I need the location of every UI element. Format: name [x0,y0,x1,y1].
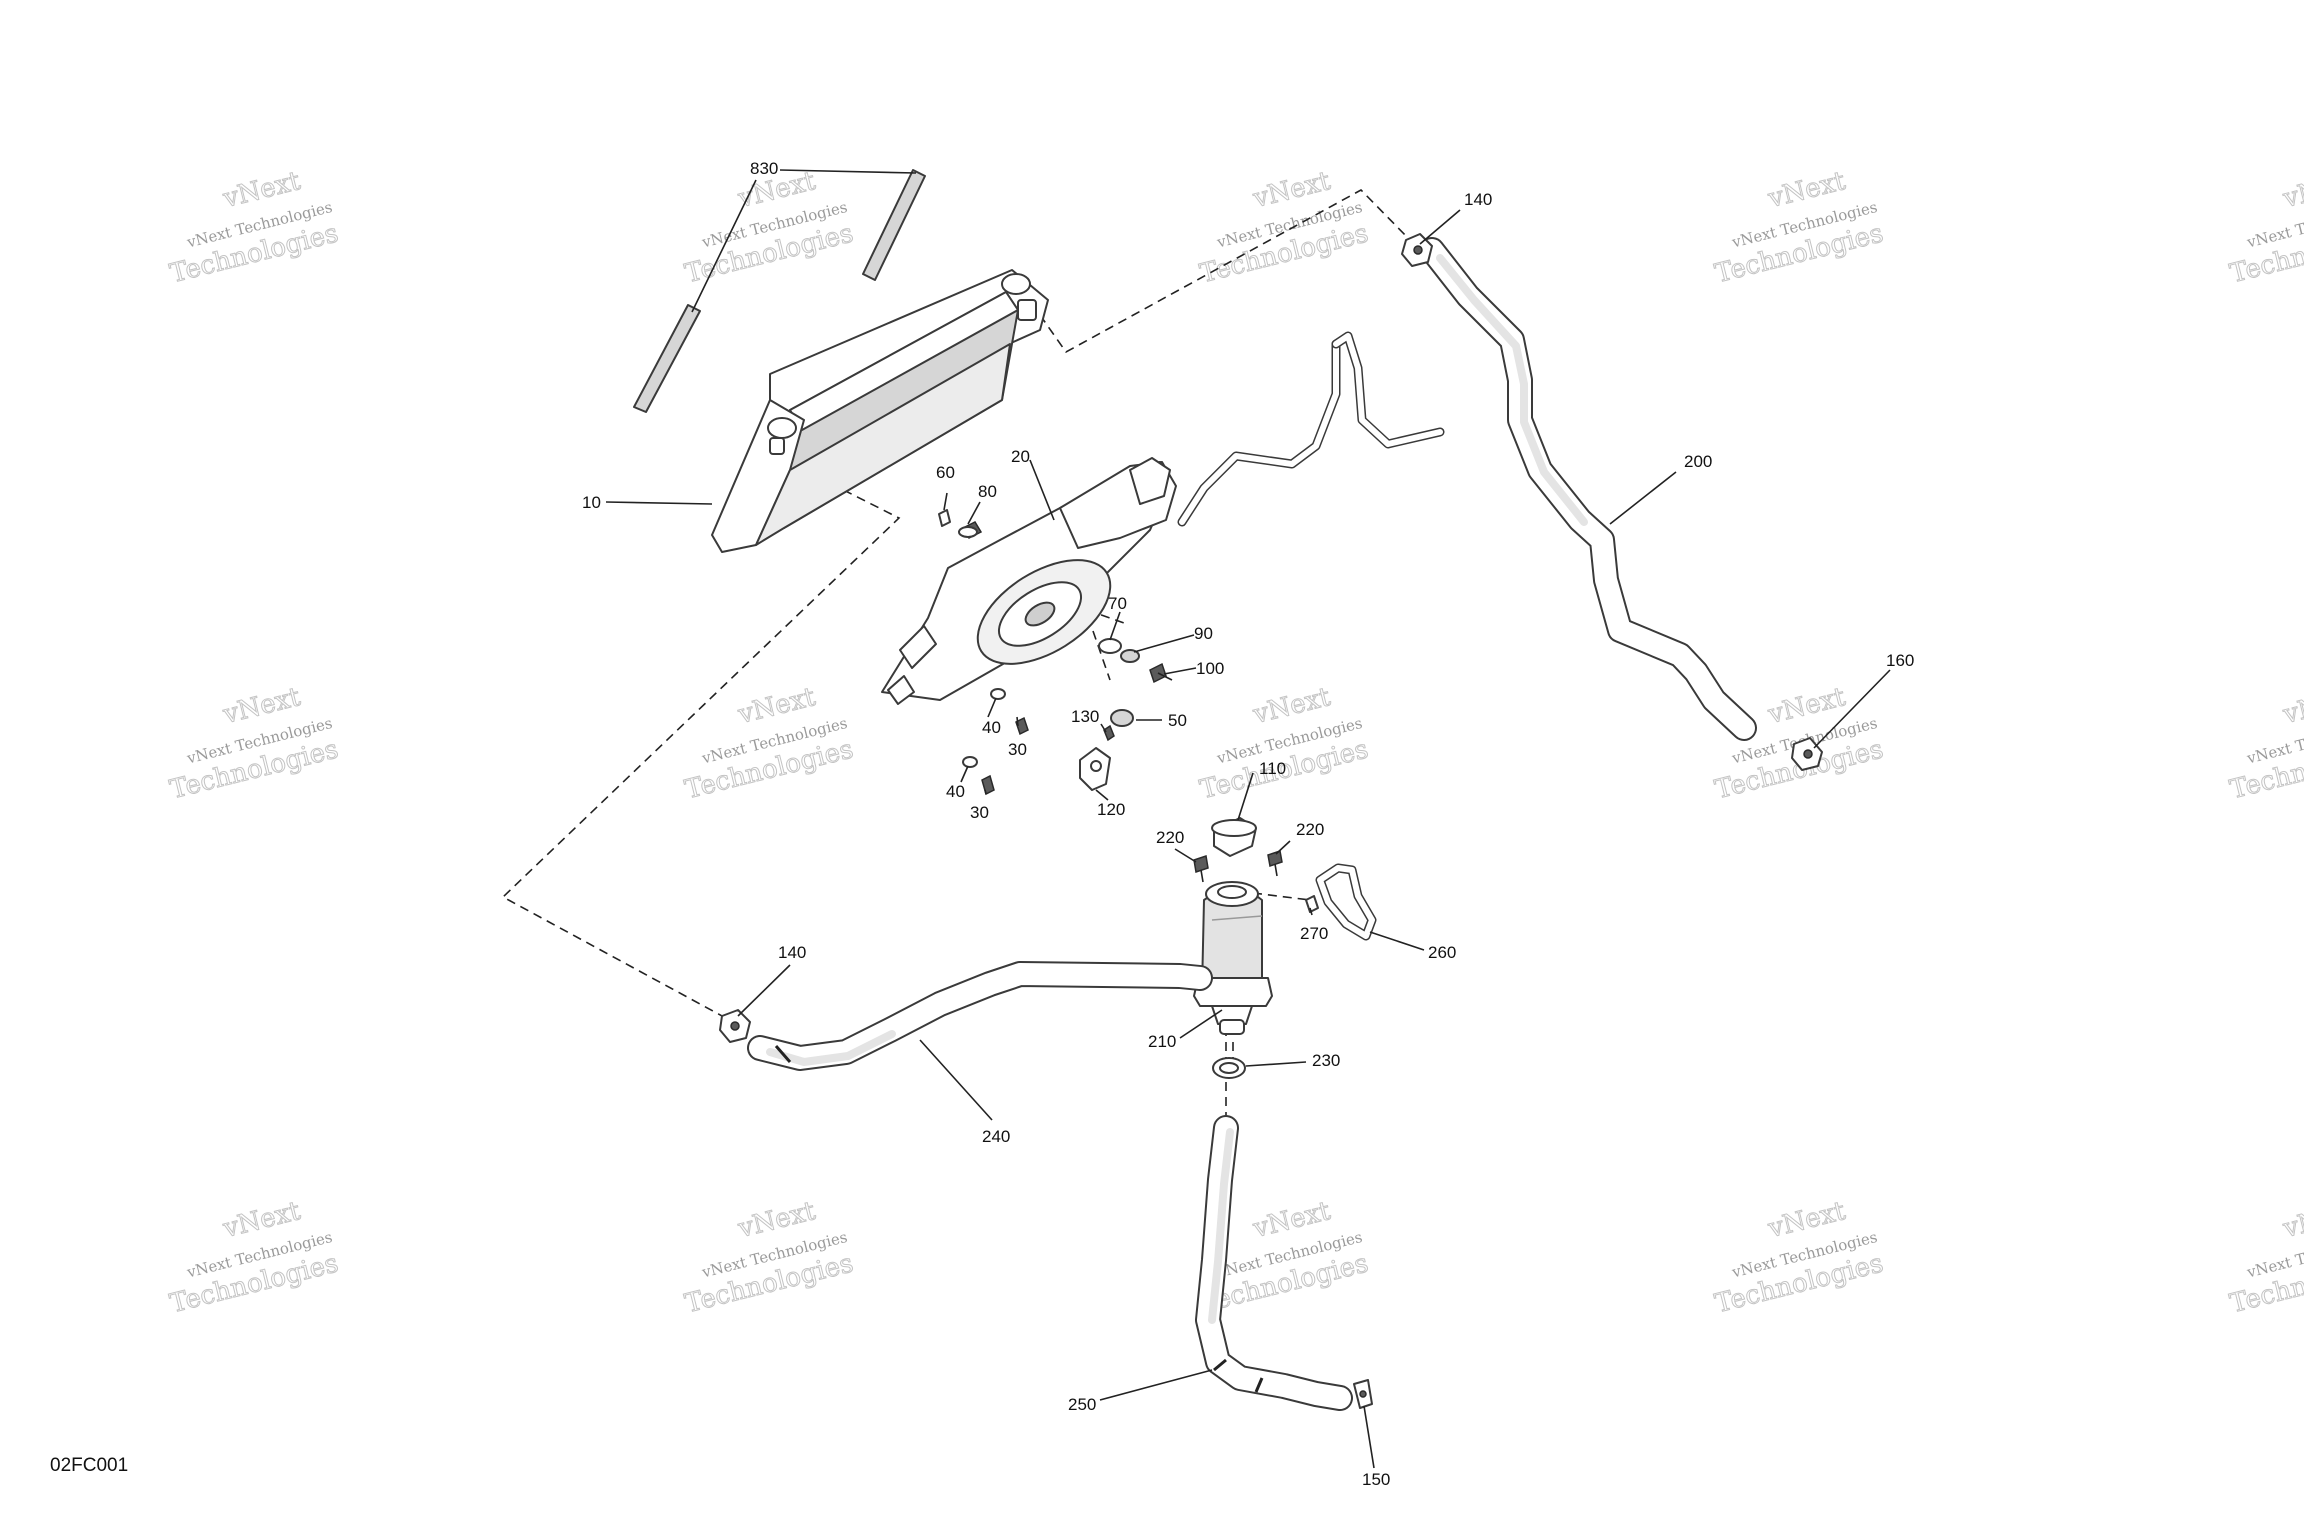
fan-wire-harness [1177,331,1445,527]
callout-200: 200 [1684,452,1712,471]
clamp-230 [1212,1057,1246,1079]
callout-830: 830 [750,159,778,178]
coolant-hose-200 [1419,237,1757,741]
callout-250: 250 [1068,1395,1096,1414]
callout-30-lower: 30 [970,803,989,822]
callout-70: 70 [1108,594,1127,613]
watermark-text: vNext [2279,1196,2304,1244]
callout-140-upper: 140 [1464,190,1492,209]
watermark-text: vNext [2279,166,2304,214]
coolant-hose-240 [747,961,1213,1071]
screws-220 [1193,850,1283,883]
fan-hardware [938,509,1173,796]
callout-50: 50 [1168,711,1187,730]
callout-labels: 830 10 20 60 80 70 90 100 40 30 40 30 13… [582,159,1914,1489]
seal-strip-830 [633,169,926,413]
coolant-hose-250 [1195,1115,1353,1411]
callout-210: 210 [1148,1032,1176,1051]
callout-120: 120 [1097,800,1125,819]
callout-220-left: 220 [1156,828,1184,847]
callout-60: 60 [936,463,955,482]
callout-90: 90 [1194,624,1213,643]
callout-240: 240 [982,1127,1010,1146]
callout-20: 20 [1011,447,1030,466]
callout-230: 230 [1312,1051,1340,1070]
callout-30-upper: 30 [1008,740,1027,759]
clamp-160 [1791,737,1823,771]
fan-shroud-20 [881,457,1177,705]
callout-160: 160 [1886,651,1914,670]
clip-270 [1305,895,1319,913]
vent-hose-260 [1315,863,1377,941]
callout-140-lower: 140 [778,943,806,962]
clamp-140-upper [1401,233,1433,267]
figure-code: 02FC001 [50,1455,128,1476]
callout-130: 130 [1071,707,1099,726]
watermark-text: vNext [2279,682,2304,730]
clamp-150 [1353,1379,1373,1409]
reservoir-cap-110 [1211,817,1257,857]
leader-lines [605,169,1891,1469]
callout-80: 80 [978,482,997,501]
callout-150: 150 [1362,1470,1390,1489]
callout-40-lower: 40 [946,782,965,801]
callout-40-upper: 40 [982,718,1001,737]
callout-270: 270 [1300,924,1328,943]
coolant-reservoir-210 [1193,881,1273,1035]
radiator-10 [711,269,1049,553]
clamp-140-lower [719,1009,751,1043]
callout-10: 10 [582,493,601,512]
callout-220-right: 220 [1296,820,1324,839]
callout-110: 110 [1259,759,1286,778]
callout-260: 260 [1428,943,1456,962]
callout-100: 100 [1196,659,1224,678]
